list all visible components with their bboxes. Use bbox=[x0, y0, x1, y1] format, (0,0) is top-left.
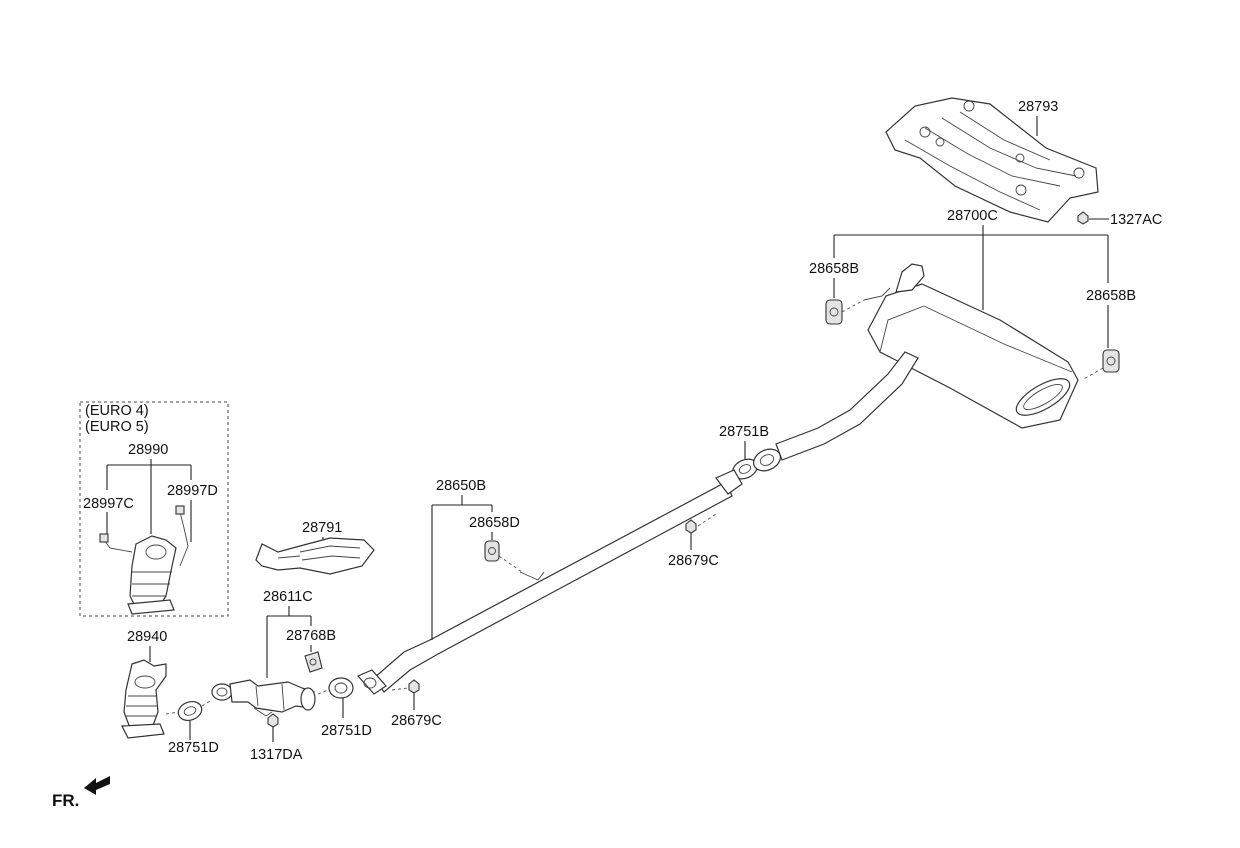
label-1317DA: 1317DA bbox=[250, 747, 303, 763]
label-1327AC: 1327AC bbox=[1110, 212, 1162, 228]
label-28658D: 28658D bbox=[469, 515, 520, 531]
bracket-28768B bbox=[304, 651, 323, 673]
label-28997D: 28997D bbox=[167, 483, 218, 499]
gasket-28751D-left bbox=[177, 700, 203, 722]
label-28658B-left: 28658B bbox=[809, 261, 859, 277]
label-28793: 28793 bbox=[1018, 99, 1058, 115]
label-28751B: 28751B bbox=[719, 424, 769, 440]
nut-28679C-low bbox=[408, 679, 420, 694]
front-arrow-icon bbox=[84, 776, 110, 795]
euro-variant-box bbox=[79, 401, 229, 617]
center-pipe-28650B bbox=[356, 469, 743, 695]
front-marker-label: FR. bbox=[52, 791, 79, 810]
label-euro4: (EURO 4) bbox=[85, 403, 149, 419]
label-28997C: 28997C bbox=[83, 496, 134, 512]
heat-protector-28791 bbox=[255, 537, 375, 575]
label-28751D-left: 28751D bbox=[168, 740, 219, 756]
label-28791: 28791 bbox=[302, 520, 342, 536]
catalytic-converter-28990 bbox=[99, 505, 189, 615]
label-28679C-mid: 28679C bbox=[668, 553, 719, 569]
label-28679C-low: 28679C bbox=[391, 713, 442, 729]
label-28658B-right: 28658B bbox=[1086, 288, 1136, 304]
catalytic-converter-28940 bbox=[121, 659, 167, 739]
label-28650B: 28650B bbox=[436, 478, 486, 494]
gasket-28751D-mid bbox=[328, 677, 354, 699]
front-pipe-28611C bbox=[211, 679, 316, 717]
label-28611C: 28611C bbox=[263, 589, 313, 605]
hanger-rubber-28658B-right bbox=[1102, 349, 1120, 373]
rear-muffler-28700C bbox=[775, 263, 1079, 461]
label-28768B: 28768B bbox=[286, 628, 336, 644]
label-euro5: (EURO 5) bbox=[85, 419, 149, 435]
label-28990: 28990 bbox=[128, 442, 168, 458]
label-28940: 28940 bbox=[127, 629, 167, 645]
nut-1327AC bbox=[1077, 211, 1089, 225]
bolt-1317DA bbox=[267, 713, 279, 728]
label-28700C: 28700C bbox=[947, 208, 998, 224]
label-28751D-mid: 28751D bbox=[321, 723, 372, 739]
heat-shield-28793 bbox=[885, 97, 1099, 223]
hanger-rubber-28658B-left bbox=[825, 299, 843, 325]
nut-28679C-mid bbox=[685, 519, 697, 534]
hanger-rubber-28658D bbox=[484, 540, 500, 562]
